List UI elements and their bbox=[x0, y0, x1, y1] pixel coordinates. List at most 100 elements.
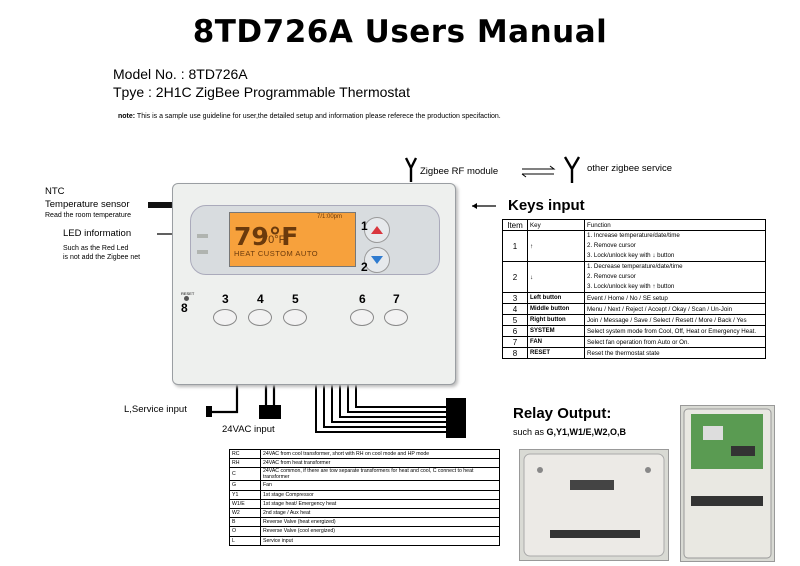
table-row: 1 ↑ 1. Increase temperature/date/time 2.… bbox=[502, 230, 766, 262]
terminal-cell: W1/E bbox=[229, 498, 261, 509]
system-button[interactable] bbox=[350, 309, 374, 326]
service-wire bbox=[212, 383, 239, 414]
function-cell: 1. Decrease temperature/date/time 2. Rem… bbox=[584, 261, 766, 293]
key-cell: RESET bbox=[527, 347, 585, 359]
item-cell: 7 bbox=[502, 336, 528, 348]
fan-button[interactable] bbox=[384, 309, 408, 326]
middle-button[interactable] bbox=[248, 309, 272, 326]
up-arrow-icon bbox=[371, 226, 383, 234]
function-line: 2. Remove cursor bbox=[587, 242, 636, 249]
other-zigbee-label: other zigbee service bbox=[587, 163, 673, 174]
description-cell: Reverse Valve (heat energized) bbox=[260, 517, 500, 528]
key-cell: Right button bbox=[527, 314, 585, 326]
callout-6: 6 bbox=[359, 292, 366, 306]
vac-input-label: 24VAC input bbox=[222, 424, 275, 435]
description-cell: Fan bbox=[260, 480, 500, 491]
lcd-time: 7/1:00pm bbox=[317, 214, 343, 220]
table-header: Item bbox=[502, 219, 528, 231]
callout-5: 5 bbox=[292, 292, 299, 306]
item-cell: 8 bbox=[502, 347, 528, 359]
item-cell: 1 bbox=[502, 230, 528, 262]
description-cell: 2nd stage / Aux heat bbox=[260, 507, 500, 519]
terminal-cell: Y1 bbox=[229, 489, 261, 500]
key-cell: Middle button bbox=[527, 303, 585, 315]
up-button[interactable] bbox=[364, 217, 390, 243]
note-label: note: bbox=[118, 113, 136, 120]
type-description: Programmable Thermostat bbox=[243, 84, 410, 100]
reset-label: RESET bbox=[181, 291, 195, 296]
item-cell: 3 bbox=[502, 292, 528, 304]
table-header-row: Item Key Function bbox=[502, 219, 766, 231]
key-cell: FAN bbox=[527, 336, 585, 348]
function-cell: Event / Home / No / SE setup bbox=[584, 292, 766, 304]
circuit-board-image bbox=[683, 408, 772, 559]
note-text: This is a sample use guideline for user,… bbox=[135, 113, 501, 120]
function-cell: Select fan operation from Auto or On. bbox=[584, 336, 766, 348]
terminal-cell: O bbox=[229, 526, 261, 537]
description-cell: Reverse Valve (cool energized) bbox=[260, 526, 500, 537]
description-cell: 24VAC common, if there are tow separate … bbox=[260, 467, 500, 482]
terminal-cell: RH bbox=[229, 458, 261, 469]
service-input-label: L,Service input bbox=[124, 404, 187, 415]
terminal-cell: W2 bbox=[229, 507, 261, 519]
key-cell: ↓ bbox=[527, 261, 585, 293]
function-cell: Reset the thermostat state bbox=[584, 347, 766, 359]
function-cell: Join / Message / Save / Select / Resett … bbox=[584, 314, 766, 326]
link-arrows-icon bbox=[521, 165, 556, 178]
led-indicator-2 bbox=[197, 250, 208, 254]
antenna-icon-2 bbox=[563, 156, 581, 183]
document-title: 8TD726A Users Manual bbox=[192, 14, 608, 50]
lcd-screen bbox=[229, 212, 356, 267]
vac-wires bbox=[264, 383, 276, 408]
description-cell: 1st stage Compressor bbox=[260, 489, 500, 500]
circuit-board-photo bbox=[680, 405, 775, 562]
item-cell: 2 bbox=[502, 261, 528, 293]
type-label: Tpye : 2H1C ZigBee bbox=[113, 84, 240, 100]
back-plate-photo bbox=[519, 449, 669, 561]
relay-wires bbox=[315, 383, 446, 433]
item-cell: 4 bbox=[502, 303, 528, 315]
lcd-temperature: 79°F bbox=[234, 222, 299, 251]
function-line: 3. Lock/unlock key with ↓ button bbox=[587, 252, 675, 259]
down-button[interactable] bbox=[364, 247, 390, 273]
zigbee-rf-label: Zigbee RF module bbox=[420, 166, 499, 177]
relay-connector bbox=[446, 398, 466, 438]
function-cell: Menu / Next / Reject / Accept / Okay / S… bbox=[584, 303, 766, 315]
description-cell: Service input bbox=[260, 535, 500, 546]
thermostat-type: Tpye : 2H1C ZigBee Programmable Thermost… bbox=[113, 84, 410, 100]
callout-8: 8 bbox=[181, 301, 188, 315]
terminal-cell: B bbox=[229, 517, 261, 528]
note-line: note: This is a sample use guideline for… bbox=[118, 113, 501, 120]
relay-subtitle: such as G,Y1,W1/E,W2,O,B bbox=[513, 427, 626, 437]
lcd-setpoint: 70°F bbox=[262, 234, 286, 246]
right-button[interactable] bbox=[283, 309, 307, 326]
back-plate-image bbox=[523, 453, 665, 557]
ntc-label: NTC bbox=[45, 186, 65, 197]
left-button[interactable] bbox=[213, 309, 237, 326]
reset-button[interactable] bbox=[184, 296, 189, 301]
keys-table: Item Key Function 1 ↑ 1. Increase temper… bbox=[502, 219, 766, 359]
description-cell: 24VAC from heat transformer bbox=[260, 458, 500, 469]
ntc-probe bbox=[148, 202, 174, 208]
terminal-cell: C bbox=[229, 467, 261, 482]
callout-3: 3 bbox=[222, 292, 229, 306]
item-cell: 6 bbox=[502, 325, 528, 337]
table-header: Key bbox=[527, 219, 585, 231]
ntc-desc: Read the room temperature bbox=[45, 212, 131, 219]
table-header: Function bbox=[584, 219, 766, 231]
description-cell: 24VAC from cool transformer, short with … bbox=[260, 448, 500, 460]
lcd-mode: HEAT CUSTOM AUTO bbox=[234, 249, 319, 258]
table-row: 2 ↓ 1. Decrease temperature/date/time 2.… bbox=[502, 261, 766, 293]
